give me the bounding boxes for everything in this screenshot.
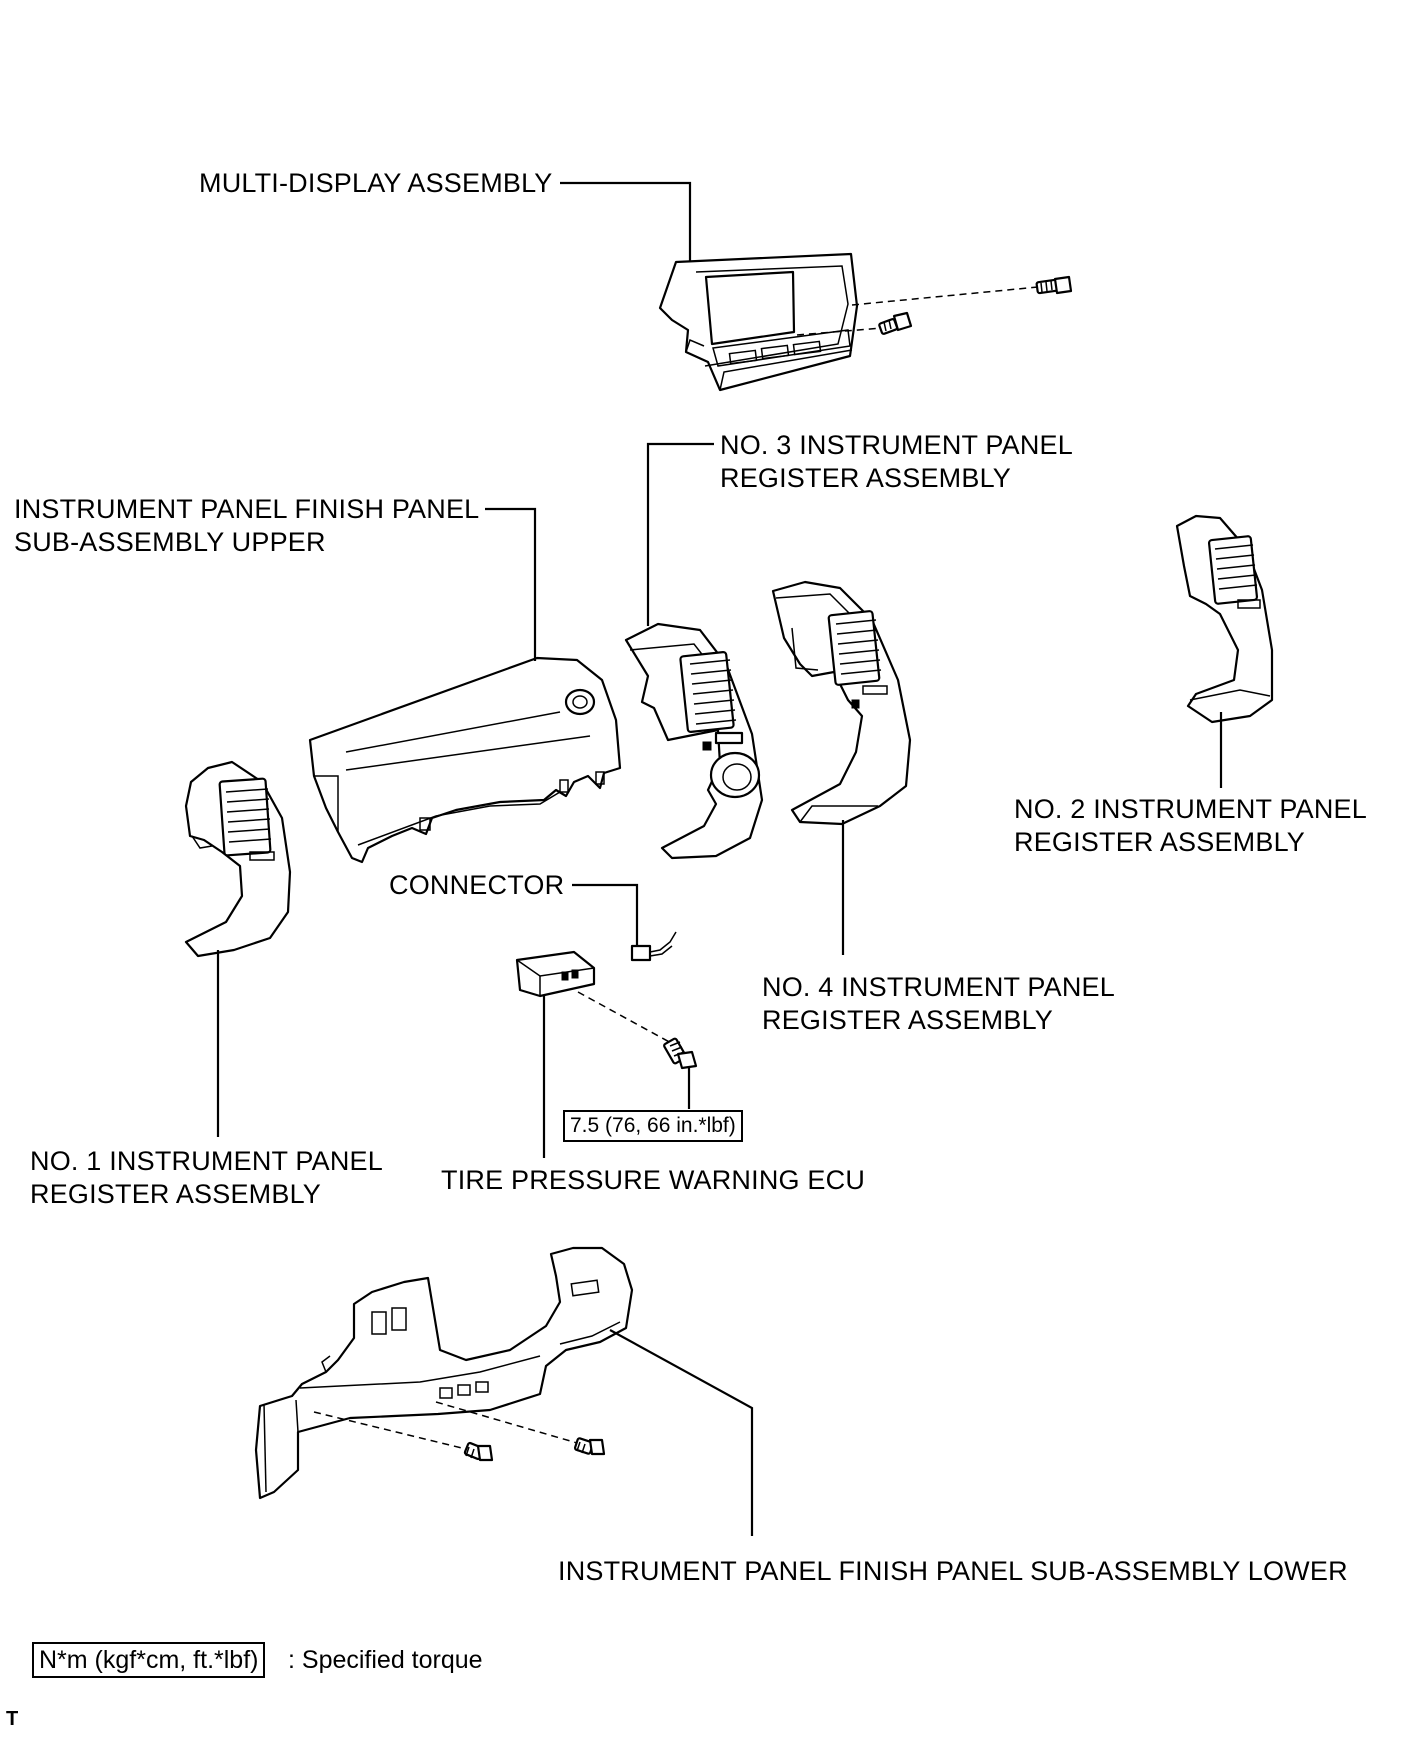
connector-leader: [572, 883, 639, 946]
no1-register-label-line2: REGISTER ASSEMBLY: [30, 1179, 321, 1209]
multi-display-bolt-lower: [796, 311, 913, 336]
multi-display-bolt-upper: [851, 275, 1073, 306]
no4-register-label-line1: NO. 4 INSTRUMENT PANEL: [762, 972, 1115, 1002]
finish-panel-lower-bolt-2: [435, 1401, 606, 1456]
finish-panel-upper-drawing: [308, 656, 622, 864]
tire-ecu-label: TIRE PRESSURE WARNING ECU: [441, 1165, 866, 1195]
no4-register-label-line2: REGISTER ASSEMBLY: [762, 1005, 1053, 1035]
no3-register-label-line2: REGISTER ASSEMBLY: [720, 463, 1011, 493]
finish-upper-label-line2: SUB-ASSEMBLY UPPER: [14, 527, 326, 557]
finish-upper-label-line1: INSTRUMENT PANEL FINISH PANEL: [14, 494, 480, 524]
connector-drawing: [630, 931, 677, 962]
tire-ecu-drawing: [515, 950, 596, 998]
finish-panel-lower-bolt-1: [313, 1411, 494, 1462]
finish-panel-upper-leader: [485, 507, 537, 661]
no3-register-label-line1: NO. 3 INSTRUMENT PANEL: [720, 430, 1073, 460]
no1-register-label-line1: NO. 1 INSTRUMENT PANEL: [30, 1146, 383, 1176]
connector-label: CONNECTOR: [389, 870, 565, 900]
finish-panel-lower-drawing: [254, 1246, 634, 1500]
no2-register-drawing: [1175, 514, 1274, 724]
no2-register-label-line1: NO. 2 INSTRUMENT PANEL: [1014, 794, 1367, 824]
corner-mark: T: [6, 1708, 19, 1730]
multi-display-label: MULTI-DISPLAY ASSEMBLY: [199, 168, 553, 198]
finish-lower-label: INSTRUMENT PANEL FINISH PANEL SUB-ASSEMB…: [558, 1556, 1348, 1586]
no4-register-drawing: [771, 580, 912, 826]
multi-display-assembly-drawing: [658, 252, 859, 392]
finish-panel-lower-leader: [609, 1329, 754, 1536]
no3-register-leader: [646, 442, 714, 626]
no1-register-drawing: [184, 760, 292, 958]
torque-legend-description: : Specified torque: [288, 1646, 483, 1674]
no2-register-label-line2: REGISTER ASSEMBLY: [1014, 827, 1305, 857]
ecu-torque-value: 7.5 (76, 66 in.*lbf): [563, 1110, 743, 1142]
multi-display-leader: [560, 181, 692, 262]
no3-register-drawing: [624, 622, 764, 860]
torque-unit-box: N*m (kgf*cm, ft.*lbf): [32, 1642, 266, 1678]
tire-ecu-bolt: [577, 991, 698, 1070]
